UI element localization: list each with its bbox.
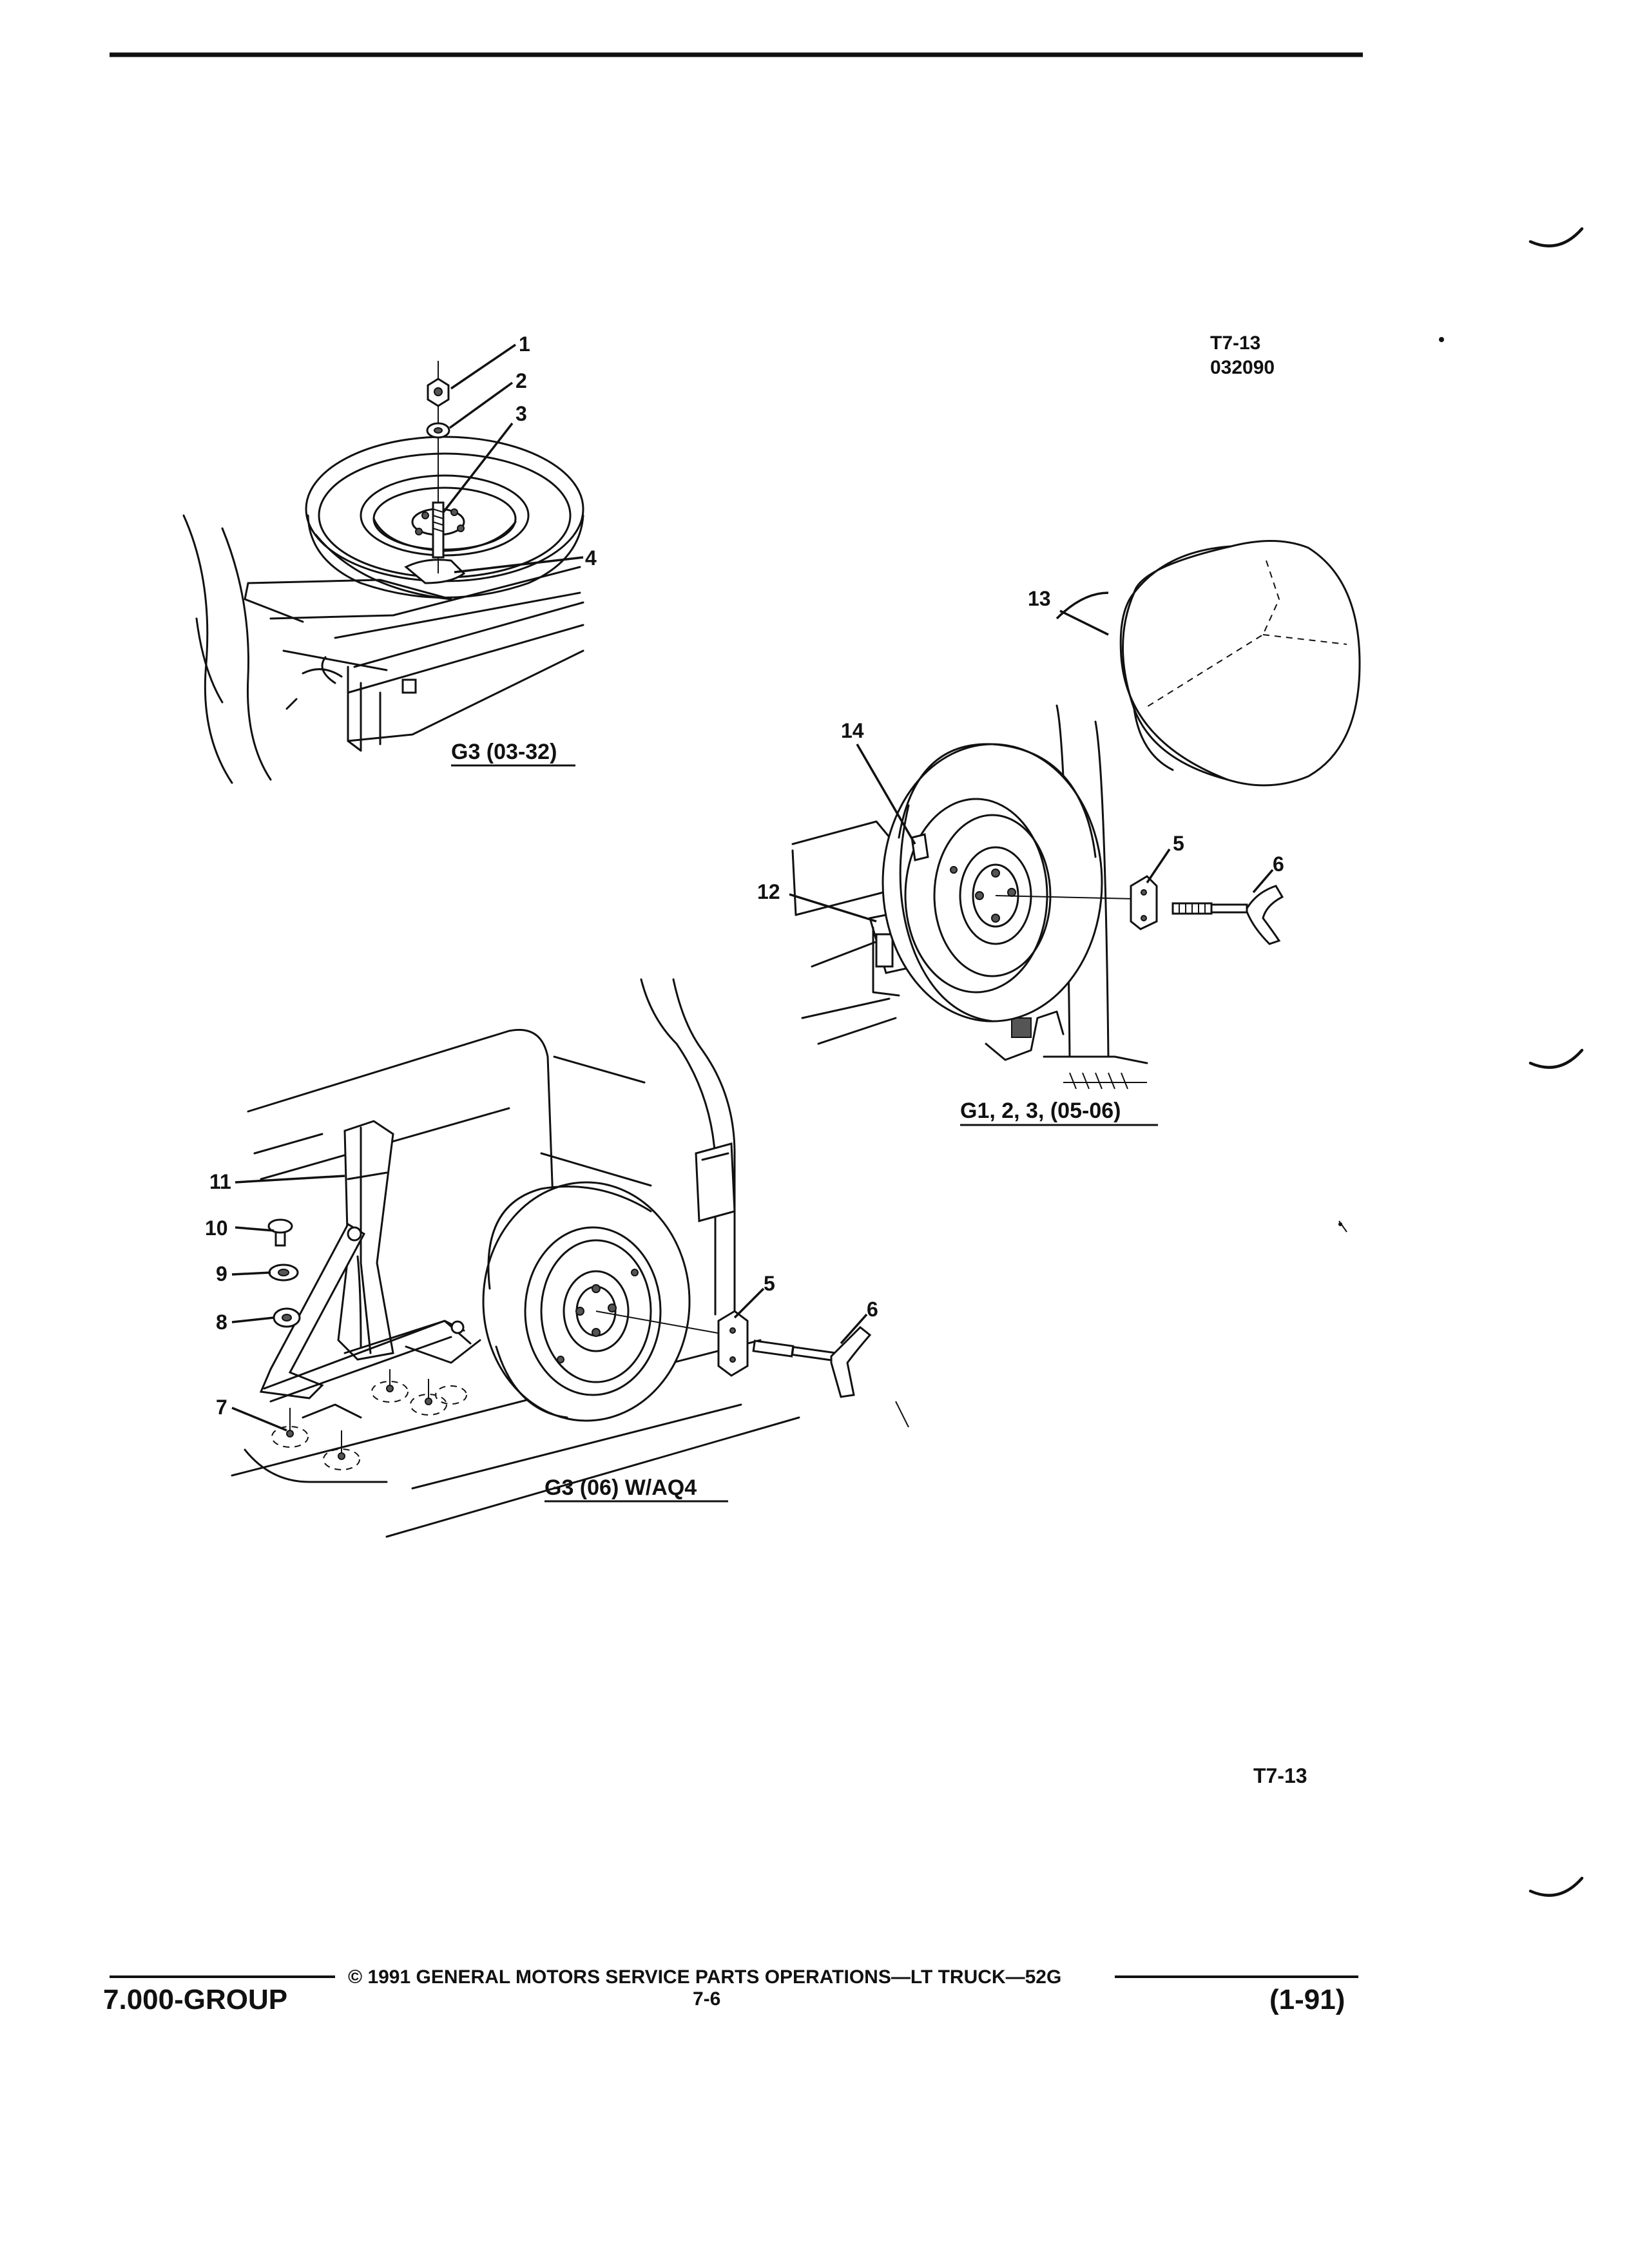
callout-6-bottom: 6: [867, 1298, 878, 1321]
footer-copyright: © 1991 GENERAL MOTORS SERVICE PARTS OPER…: [348, 1966, 1061, 1988]
callout-12: 12: [757, 880, 780, 903]
view-side-mount-spare: [791, 540, 1361, 1090]
callout-10: 10: [205, 1216, 228, 1240]
callout-4: 4: [585, 546, 597, 570]
footer-page-number: 7-6: [693, 1988, 720, 2010]
view-caption-g123: G1, 2, 3, (05-06): [960, 1099, 1121, 1123]
page-ref: T7-13: [1253, 1764, 1307, 1787]
binder-mark: [1528, 1048, 1584, 1069]
footer-group: 7.000-GROUP: [103, 1984, 287, 2015]
callout-2: 2: [516, 369, 527, 392]
ref-code: T7-13: [1210, 332, 1260, 354]
callout-5-top: 5: [1173, 832, 1184, 855]
callout-7: 7: [216, 1396, 227, 1419]
binder-mark: [1528, 227, 1584, 247]
callout-11: 11: [209, 1170, 231, 1193]
speck: [1439, 337, 1444, 342]
callout-14: 14: [841, 719, 864, 742]
footer-revision: (1-91): [1269, 1984, 1345, 2015]
view-caption-g3-aq4: G3 (06) W/AQ4: [545, 1475, 697, 1500]
binder-mark: [1528, 1876, 1584, 1897]
ref-date: 032090: [1210, 357, 1275, 378]
view-caption-g3-underbody: G3 (03-32): [451, 740, 557, 764]
callout-13: 13: [1028, 587, 1051, 610]
callout-1: 1: [519, 332, 530, 356]
view-cargo-mount-spare: [231, 978, 909, 1538]
speck: [1338, 1220, 1347, 1233]
callout-9: 9: [216, 1262, 227, 1285]
callout-5-bottom: 5: [764, 1272, 775, 1295]
callout-8: 8: [216, 1311, 227, 1334]
callout-6-top: 6: [1273, 852, 1284, 876]
callout-3: 3: [516, 402, 527, 425]
